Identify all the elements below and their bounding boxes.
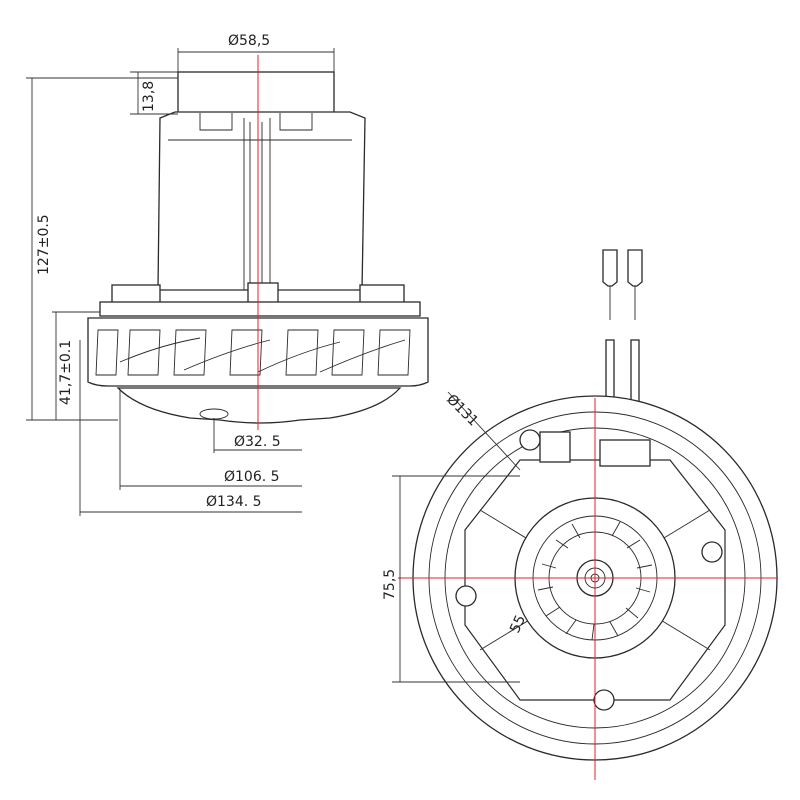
dim-top-height: 13,8 bbox=[141, 81, 157, 112]
mount-lug-left bbox=[455, 585, 477, 607]
flange-plate bbox=[99, 301, 421, 317]
dim-base-diameter: Ø106. 5 bbox=[224, 469, 280, 485]
dim-inner-radius: 55 bbox=[507, 613, 529, 636]
motor-housing bbox=[157, 111, 366, 291]
dim-top-diameter: Ø58,5 bbox=[228, 33, 270, 49]
top-cap bbox=[177, 71, 335, 115]
lower-cone bbox=[116, 387, 402, 424]
dim-fan-diameter: Ø134. 5 bbox=[206, 494, 262, 510]
dim-fan-height: 41,7±0.1 bbox=[58, 340, 74, 405]
side-dimensions: Ø58,5 13,8 127±0.5 41,7±0.1 Ø32. 5 Ø106.… bbox=[26, 33, 335, 516]
dim-bottom-height: 75,5 bbox=[382, 569, 398, 600]
dim-total-height: 127±0.5 bbox=[36, 214, 52, 275]
dim-bottom-diameter: Ø131 bbox=[443, 392, 481, 430]
dim-hub-diameter: Ø32. 5 bbox=[234, 434, 281, 450]
mount-lug-bottom bbox=[593, 689, 615, 711]
fan-blades bbox=[95, 329, 411, 376]
mount-lug-right bbox=[701, 541, 723, 563]
